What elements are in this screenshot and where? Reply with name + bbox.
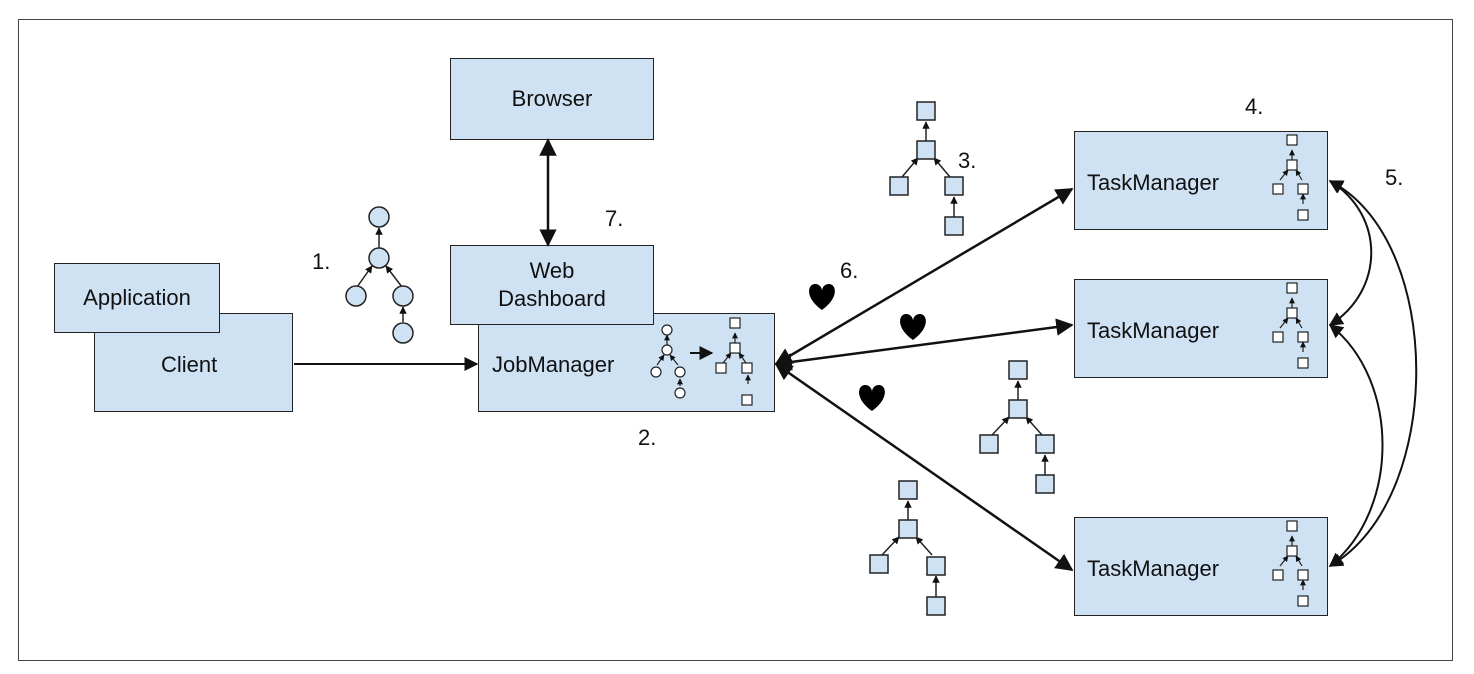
- taskmanager-box-3: TaskManager: [1074, 517, 1328, 616]
- jobmanager-box: JobManager: [478, 313, 775, 412]
- web-dashboard-label: Web Dashboard: [498, 258, 606, 311]
- browser-label: Browser: [511, 86, 593, 111]
- browser-box: Browser: [450, 58, 654, 140]
- step-1-label: 1.: [312, 249, 331, 274]
- jobmanager-label: JobManager: [492, 352, 615, 377]
- taskmanager-label-3: TaskManager: [1087, 556, 1220, 581]
- taskmanager-box-2: TaskManager: [1074, 279, 1328, 378]
- client-label: Client: [161, 352, 218, 377]
- step-2-label: 2.: [638, 425, 657, 450]
- step-6-label: 6.: [840, 258, 859, 283]
- application-box: Application: [54, 263, 220, 333]
- step-4-label: 4.: [1245, 94, 1264, 119]
- web-dashboard-box: Web Dashboard: [450, 245, 654, 325]
- taskmanager-label-1: TaskManager: [1087, 170, 1220, 195]
- taskmanager-box-1: TaskManager: [1074, 131, 1328, 230]
- diagram-frame: [18, 19, 1453, 661]
- taskmanager-label-2: TaskManager: [1087, 318, 1220, 343]
- step-7-label: 7.: [605, 206, 624, 231]
- application-label: Application: [83, 285, 191, 310]
- step-5-label: 5.: [1385, 165, 1404, 190]
- step-3-label: 3.: [958, 148, 977, 173]
